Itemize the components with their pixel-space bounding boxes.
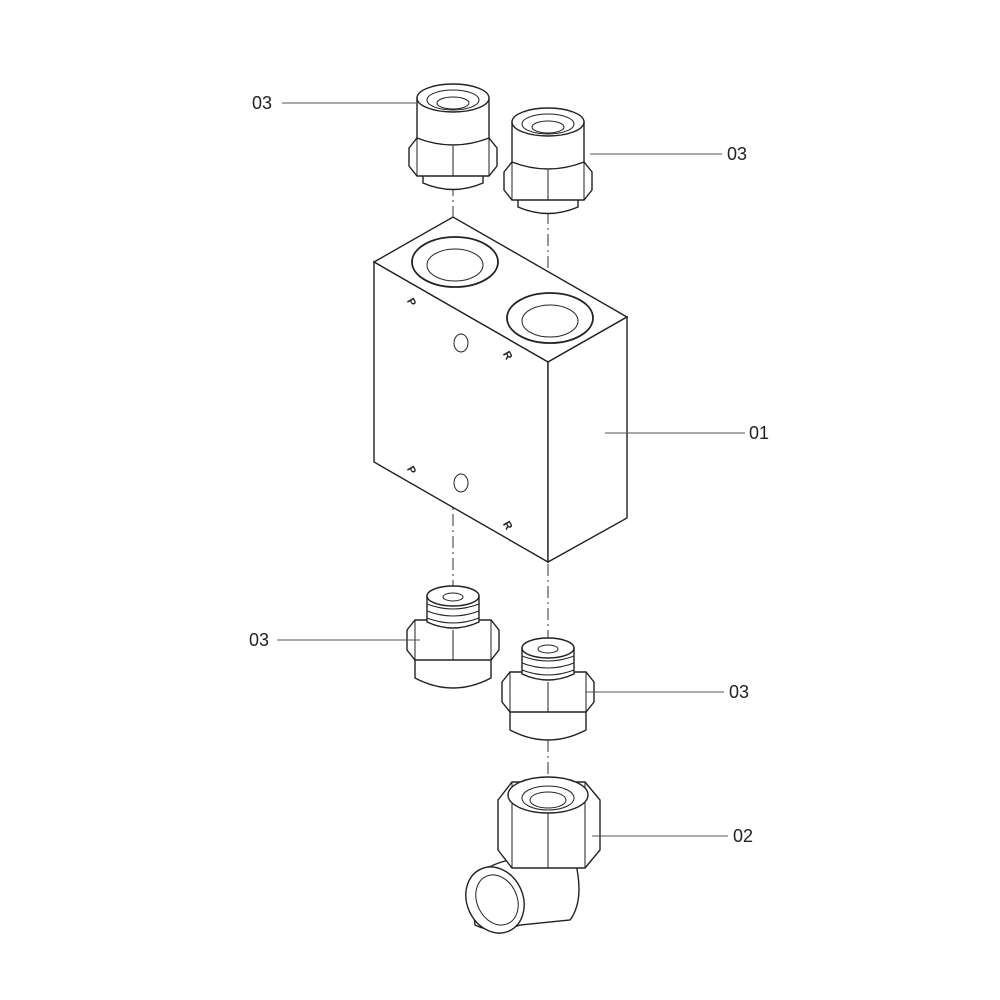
callout-label: 02 <box>733 826 754 846</box>
fitting-bottom-left <box>406 585 500 689</box>
callout-label: 03 <box>252 93 273 113</box>
elbow-fitting <box>465 776 601 934</box>
callout-label: 03 <box>249 630 270 650</box>
fitting-top-left <box>408 83 498 191</box>
fitting-bottom-right <box>501 637 595 741</box>
callout-label: 01 <box>749 423 770 443</box>
callout-label: 03 <box>727 144 748 164</box>
fitting-top-right <box>503 107 593 215</box>
callout-label: 03 <box>729 682 750 702</box>
valve-block: P R P R <box>372 216 629 564</box>
